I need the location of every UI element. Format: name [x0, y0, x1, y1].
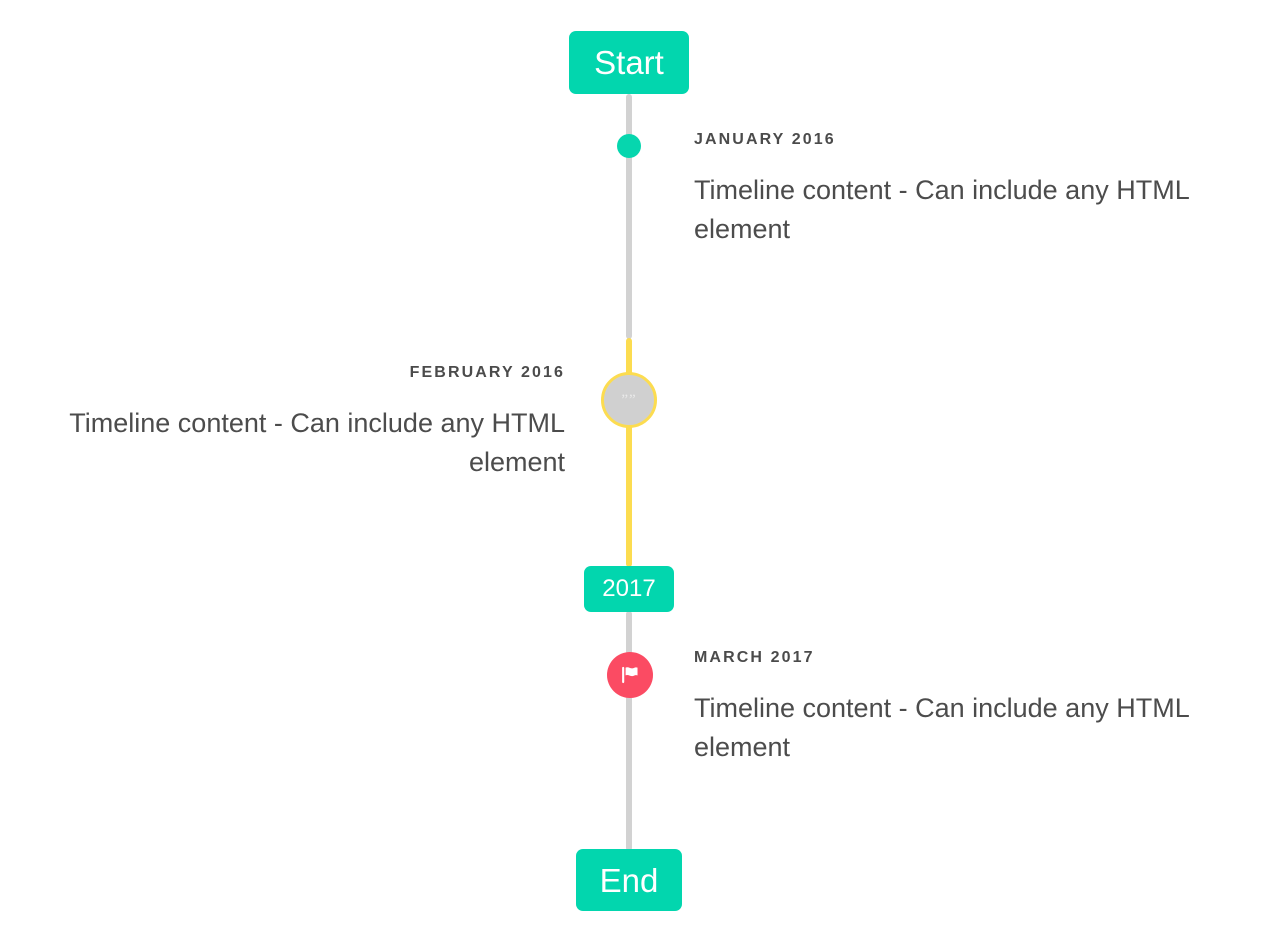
timeline-entry-february: FEBRUARY 2016 Timeline content - Can inc…	[40, 364, 565, 482]
timeline-year-badge[interactable]: 2017	[584, 566, 674, 612]
timeline-axis-segment-bottom	[626, 611, 632, 851]
timeline-entry-date: JANUARY 2016	[694, 131, 836, 148]
timeline-axis-segment-highlight	[626, 338, 632, 567]
timeline-axis-segment-top	[626, 94, 632, 339]
timeline-start-badge[interactable]: Start	[569, 31, 689, 94]
timeline-marker-ring[interactable]: ””	[601, 372, 657, 428]
timeline-entry-date: FEBRUARY 2016	[409, 364, 565, 381]
quote-icon: ””	[621, 391, 637, 408]
timeline-marker-flag[interactable]	[607, 652, 653, 698]
timeline-marker-dot[interactable]	[617, 134, 641, 158]
timeline-end-badge[interactable]: End	[576, 849, 682, 911]
timeline-entry-body: Timeline content - Can include any HTML …	[694, 174, 1189, 244]
timeline-entry-date: MARCH 2017	[694, 649, 815, 666]
flag-icon	[619, 664, 641, 686]
timeline-entry-body: Timeline content - Can include any HTML …	[69, 407, 565, 477]
timeline-entry-january: JANUARY 2016 Timeline content - Can incl…	[694, 131, 1224, 249]
timeline-entry-body: Timeline content - Can include any HTML …	[694, 692, 1189, 762]
timeline-entry-march: MARCH 2017 Timeline content - Can includ…	[694, 649, 1224, 767]
